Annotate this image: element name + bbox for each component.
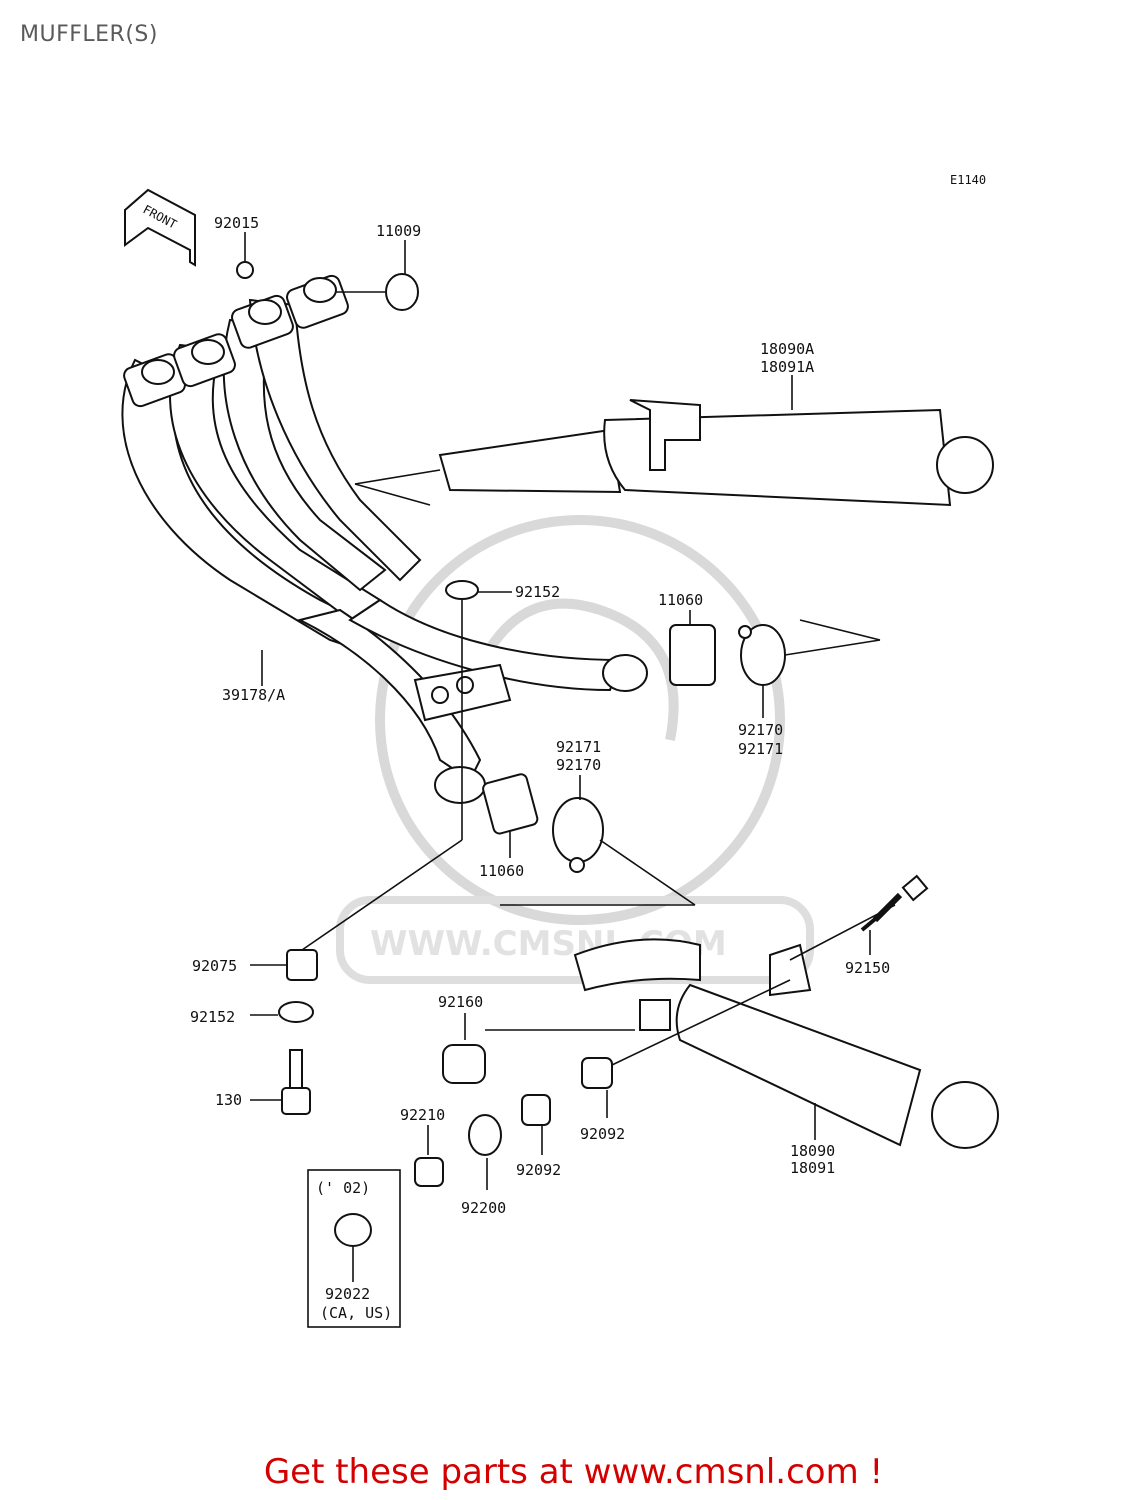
label-02: (' 02) <box>316 1179 370 1197</box>
label-130: 130 <box>215 1091 242 1109</box>
label-18090: 18090 <box>790 1142 835 1160</box>
label-92170-right: 92170 <box>738 721 783 739</box>
bolt-92150 <box>789 874 929 961</box>
label-92171-right: 92171 <box>738 740 783 758</box>
diagram-code: E1140 <box>950 173 986 187</box>
label-11060-middle: 11060 <box>479 862 524 880</box>
label-92152-left: 92152 <box>190 1008 235 1026</box>
grommet-92152-left <box>278 1001 314 1023</box>
exhaust-header-pipes <box>121 274 648 804</box>
cta-link[interactable]: Get these parts at www.cmsnl.com ! <box>263 1452 884 1492</box>
label-39178A: 39178/A <box>222 686 285 704</box>
label-92200: 92200 <box>461 1199 506 1217</box>
label-18091A: 18091A <box>760 358 814 376</box>
label-ca-us: (CA, US) <box>320 1304 392 1322</box>
clamp-92170-middle <box>552 797 604 863</box>
damper-92075 <box>286 949 318 981</box>
nut-92210 <box>414 1157 444 1187</box>
collar-92092-b <box>581 1057 613 1089</box>
muffler-18090 <box>573 938 999 1149</box>
gasket-11009 <box>385 273 419 311</box>
label-92150: 92150 <box>845 959 890 977</box>
label-92170-middle: 92170 <box>556 756 601 774</box>
grommet-92152-top <box>445 580 479 600</box>
sleeve-11060-right <box>669 624 716 686</box>
washer-92022 <box>334 1213 372 1247</box>
parts-diagram: WWW.CMSNL.COM FRONT E1140 <box>121 173 999 1328</box>
label-92210: 92210 <box>400 1106 445 1124</box>
muffler-18090A <box>354 375 994 507</box>
washer-92200 <box>468 1114 502 1156</box>
collar-92160 <box>442 1044 486 1084</box>
label-92152-top: 92152 <box>515 583 560 601</box>
label-18090A: 18090A <box>760 340 814 358</box>
label-92171-middle: 92171 <box>556 738 601 756</box>
page-title: MUFFLER(S) <box>20 22 158 47</box>
nut-92015 <box>236 261 254 279</box>
label-92022: 92022 <box>325 1285 370 1303</box>
label-92092-left: 92092 <box>516 1161 561 1179</box>
label-92015: 92015 <box>214 214 259 232</box>
collar-92092-a <box>521 1094 551 1126</box>
label-92075: 92075 <box>192 957 237 975</box>
label-18091: 18091 <box>790 1159 835 1177</box>
bolt-130 <box>289 1049 303 1091</box>
watermark-logo: WWW.CMSNL.COM <box>336 515 814 984</box>
label-11060-top: 11060 <box>658 591 703 609</box>
variant-box <box>307 1169 401 1328</box>
front-arrow-icon: FRONT <box>124 188 196 267</box>
label-92160: 92160 <box>438 993 483 1011</box>
label-11009: 11009 <box>376 222 421 240</box>
sleeve-11060-middle <box>482 773 539 835</box>
label-92092-right: 92092 <box>580 1125 625 1143</box>
